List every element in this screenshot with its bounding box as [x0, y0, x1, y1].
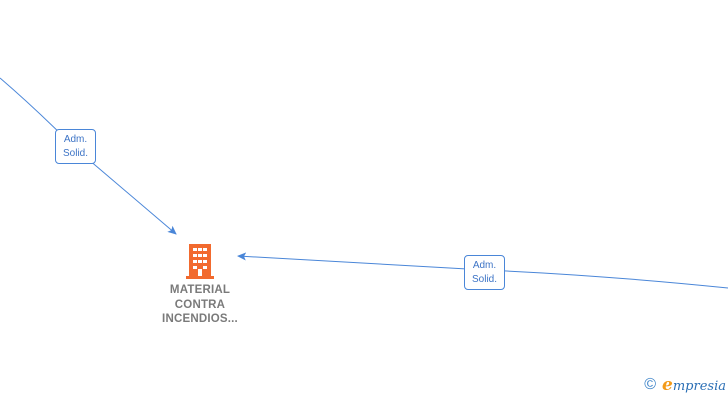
edge-label-1-line1: Adm.: [63, 134, 88, 145]
building-icon: [186, 244, 214, 279]
company-name-line2: CONTRA: [174, 298, 226, 311]
brand-logo-e: e: [662, 375, 673, 395]
company-name[interactable]: MATERIAL CONTRA INCENDIOS...: [150, 283, 250, 327]
company-name-line1: MATERIAL: [169, 284, 231, 296]
edge-label-2[interactable]: Adm. Solid.: [464, 255, 505, 290]
edge-label-1[interactable]: Adm. Solid.: [55, 129, 96, 164]
brand-footer: © empresia: [644, 375, 726, 395]
edge-label-2-line1: Adm.: [472, 260, 497, 271]
edge-label-2-line2: Solid.: [471, 274, 497, 285]
brand-logo: empresia: [662, 375, 726, 395]
company-node[interactable]: MATERIAL CONTRA INCENDIOS...: [150, 243, 250, 327]
company-name-line3: INCENDIOS...: [162, 313, 238, 325]
edge-label-1-line2: Solid.: [62, 148, 88, 159]
copyright-icon: ©: [644, 376, 657, 393]
brand-logo-rest: mpresia: [672, 379, 726, 394]
